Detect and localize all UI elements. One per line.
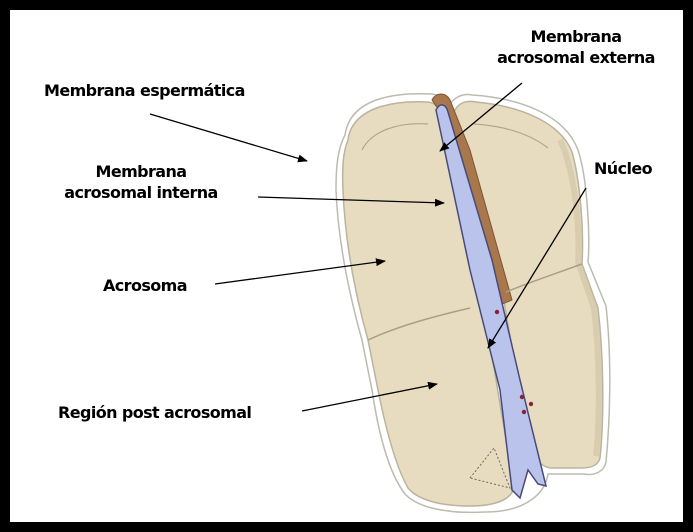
nucleus-dot <box>529 402 533 406</box>
nucleus-dot <box>495 310 499 314</box>
arrow-membrana-espermatica <box>150 114 307 161</box>
label-membrana-acrosomal-interna: Membrana acrosomal interna <box>36 163 246 202</box>
nucleus-dot <box>522 410 526 414</box>
label-membrana-acrosomal-interna-line2: acrosomal interna <box>36 184 246 202</box>
label-membrana-acrosomal-interna-line1: Membrana <box>36 163 246 181</box>
label-membrana-acrosomal-externa-line1: Membrana <box>476 28 676 46</box>
nucleus-dot <box>520 395 524 399</box>
label-acrosoma: Acrosoma <box>103 277 187 295</box>
label-membrana-espermatica: Membrana espermática <box>44 82 245 100</box>
label-membrana-acrosomal-externa: Membrana acrosomal externa <box>476 28 676 67</box>
label-region-post-acrosomal: Región post acrosomal <box>58 404 251 422</box>
label-nucleo: Núcleo <box>594 160 652 178</box>
label-membrana-acrosomal-externa-line2: acrosomal externa <box>476 49 676 67</box>
